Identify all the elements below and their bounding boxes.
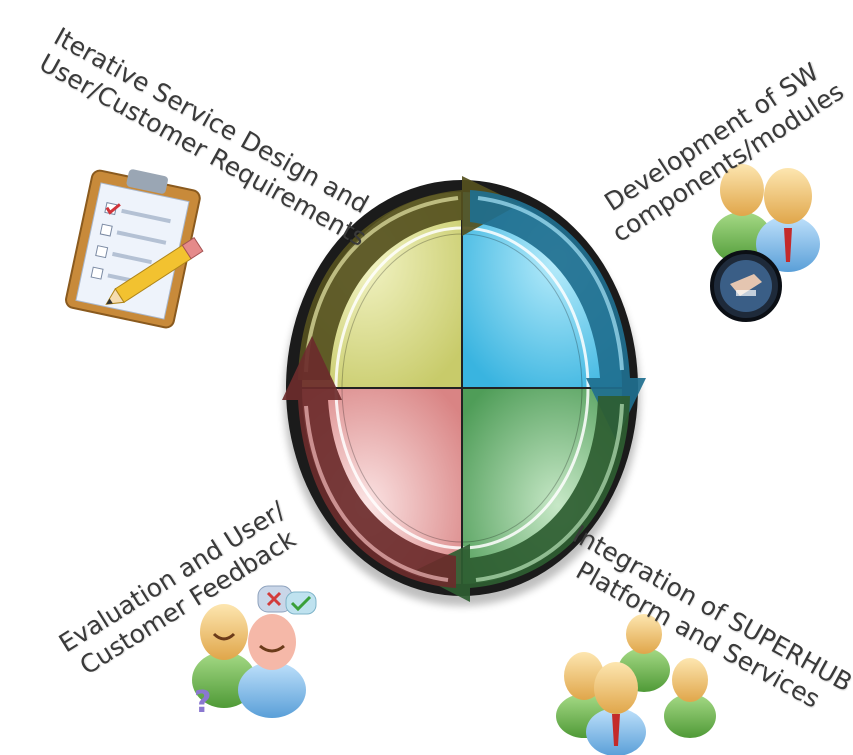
arrow-highlight-tr	[477, 196, 624, 371]
svg-text:?: ?	[194, 685, 211, 720]
team-group-icon	[556, 614, 716, 755]
arrow-design-to-development	[298, 176, 520, 380]
developers-icon	[710, 164, 820, 322]
arrow-evaluation-to-design	[282, 336, 456, 588]
cycle-arrows	[282, 176, 646, 602]
clipboard-pencil-icon	[65, 169, 204, 329]
arrow-highlight-bl	[304, 405, 449, 582]
arrow-highlight-tl	[304, 196, 459, 373]
arrow-integration-to-evaluation	[412, 396, 630, 602]
arrow-highlight-br	[475, 403, 624, 582]
feedback-users-icon: ?	[192, 585, 317, 720]
arrow-development-to-integration	[470, 190, 646, 440]
